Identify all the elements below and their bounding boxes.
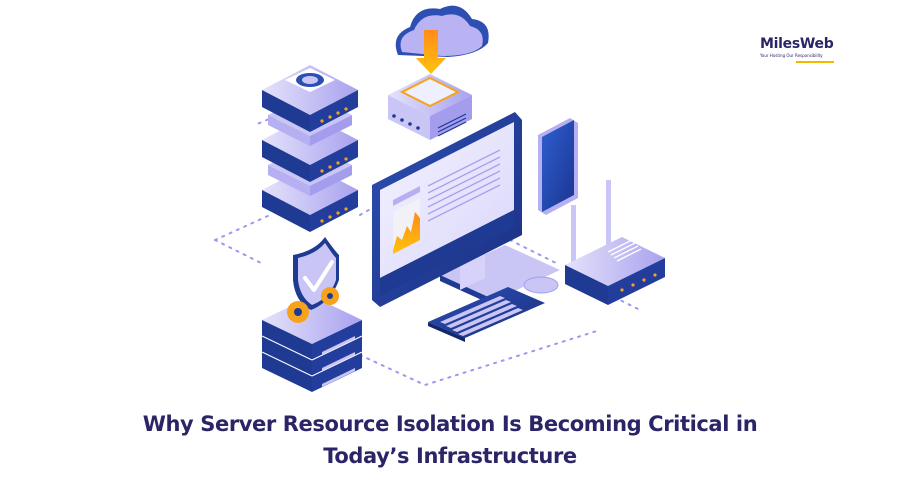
rack-server-icon: [261, 296, 363, 392]
keyboard-icon: [428, 287, 545, 342]
brand-logo: MilesWeb Your Hosting Our Responsibility: [760, 36, 850, 63]
brand-underline: [796, 61, 834, 63]
mouse-icon: [523, 276, 559, 294]
server-stack-icon: [262, 65, 358, 232]
monitor-icon: [372, 112, 560, 307]
headline: Why Server Resource Isolation Is Becomin…: [0, 408, 900, 472]
headline-line-2: Today’s Infrastructure: [323, 444, 577, 468]
smartphone-icon: [538, 118, 578, 215]
cloud-download-icon: [388, 5, 489, 140]
brand-name: MilesWeb: [760, 36, 834, 52]
brand-tagline: Your Hosting Our Responsibility: [760, 53, 823, 58]
headline-line-1: Why Server Resource Isolation Is Becomin…: [142, 412, 758, 436]
gears-icon: [287, 287, 339, 323]
infrastructure-illustration: [214, 5, 665, 392]
router-icon: [565, 180, 665, 305]
